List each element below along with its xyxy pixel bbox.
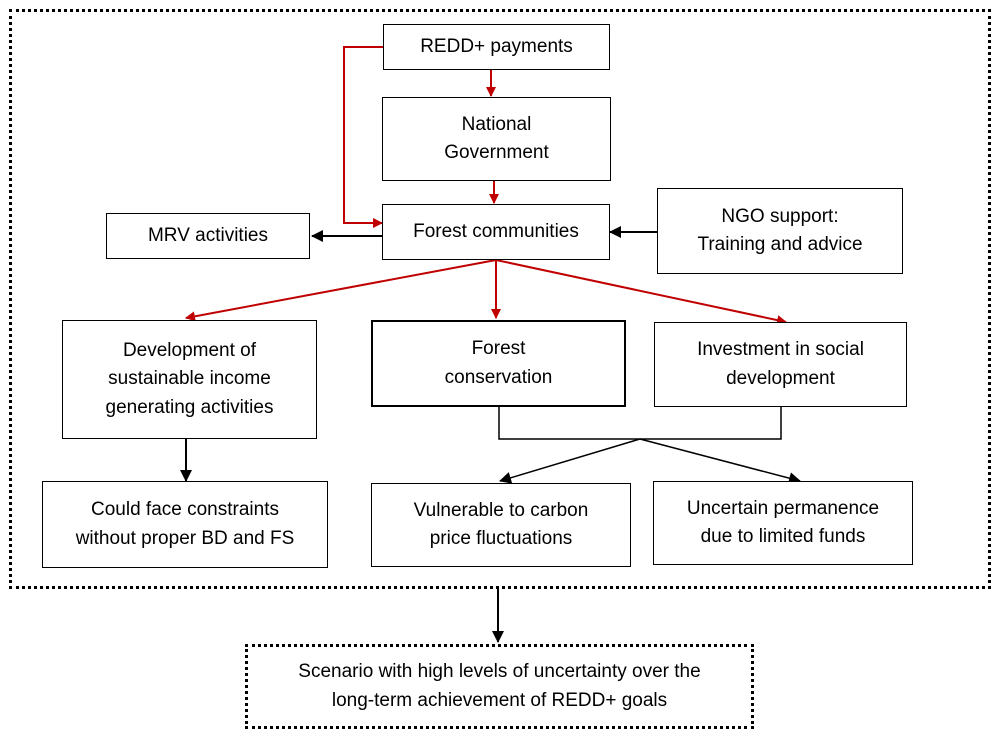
arrow-communities-to-social xyxy=(495,259,787,326)
node-uncertain-permanence: Uncertain permanence due to limited fund… xyxy=(653,481,913,565)
node-ngo-support: NGO support: Training and advice xyxy=(657,188,903,274)
node-scenario-outcome: Scenario with high levels of uncertainty… xyxy=(245,644,754,729)
arrow-redd-to-communities-bypass xyxy=(343,46,383,228)
arrow-join-to-carbon-price xyxy=(499,438,641,484)
arrow-join-to-permanence xyxy=(639,438,801,485)
node-mrv-activities: MRV activities xyxy=(106,213,310,259)
node-forest-conservation: Forest conservation xyxy=(371,320,626,407)
node-social-investment: Investment in social development xyxy=(654,322,907,407)
node-constraints: Could face constraints without proper BD… xyxy=(42,481,328,568)
system-boundary-frame xyxy=(9,9,991,589)
node-sustainable-income: Development of sustainable income genera… xyxy=(62,320,317,439)
node-redd-payments: REDD+ payments xyxy=(383,24,610,70)
node-forest-communities: Forest communities xyxy=(382,204,610,260)
node-carbon-price: Vulnerable to carbon price fluctuations xyxy=(371,483,631,567)
arrow-communities-to-income xyxy=(185,259,497,322)
node-national-government: National Government xyxy=(382,97,611,181)
